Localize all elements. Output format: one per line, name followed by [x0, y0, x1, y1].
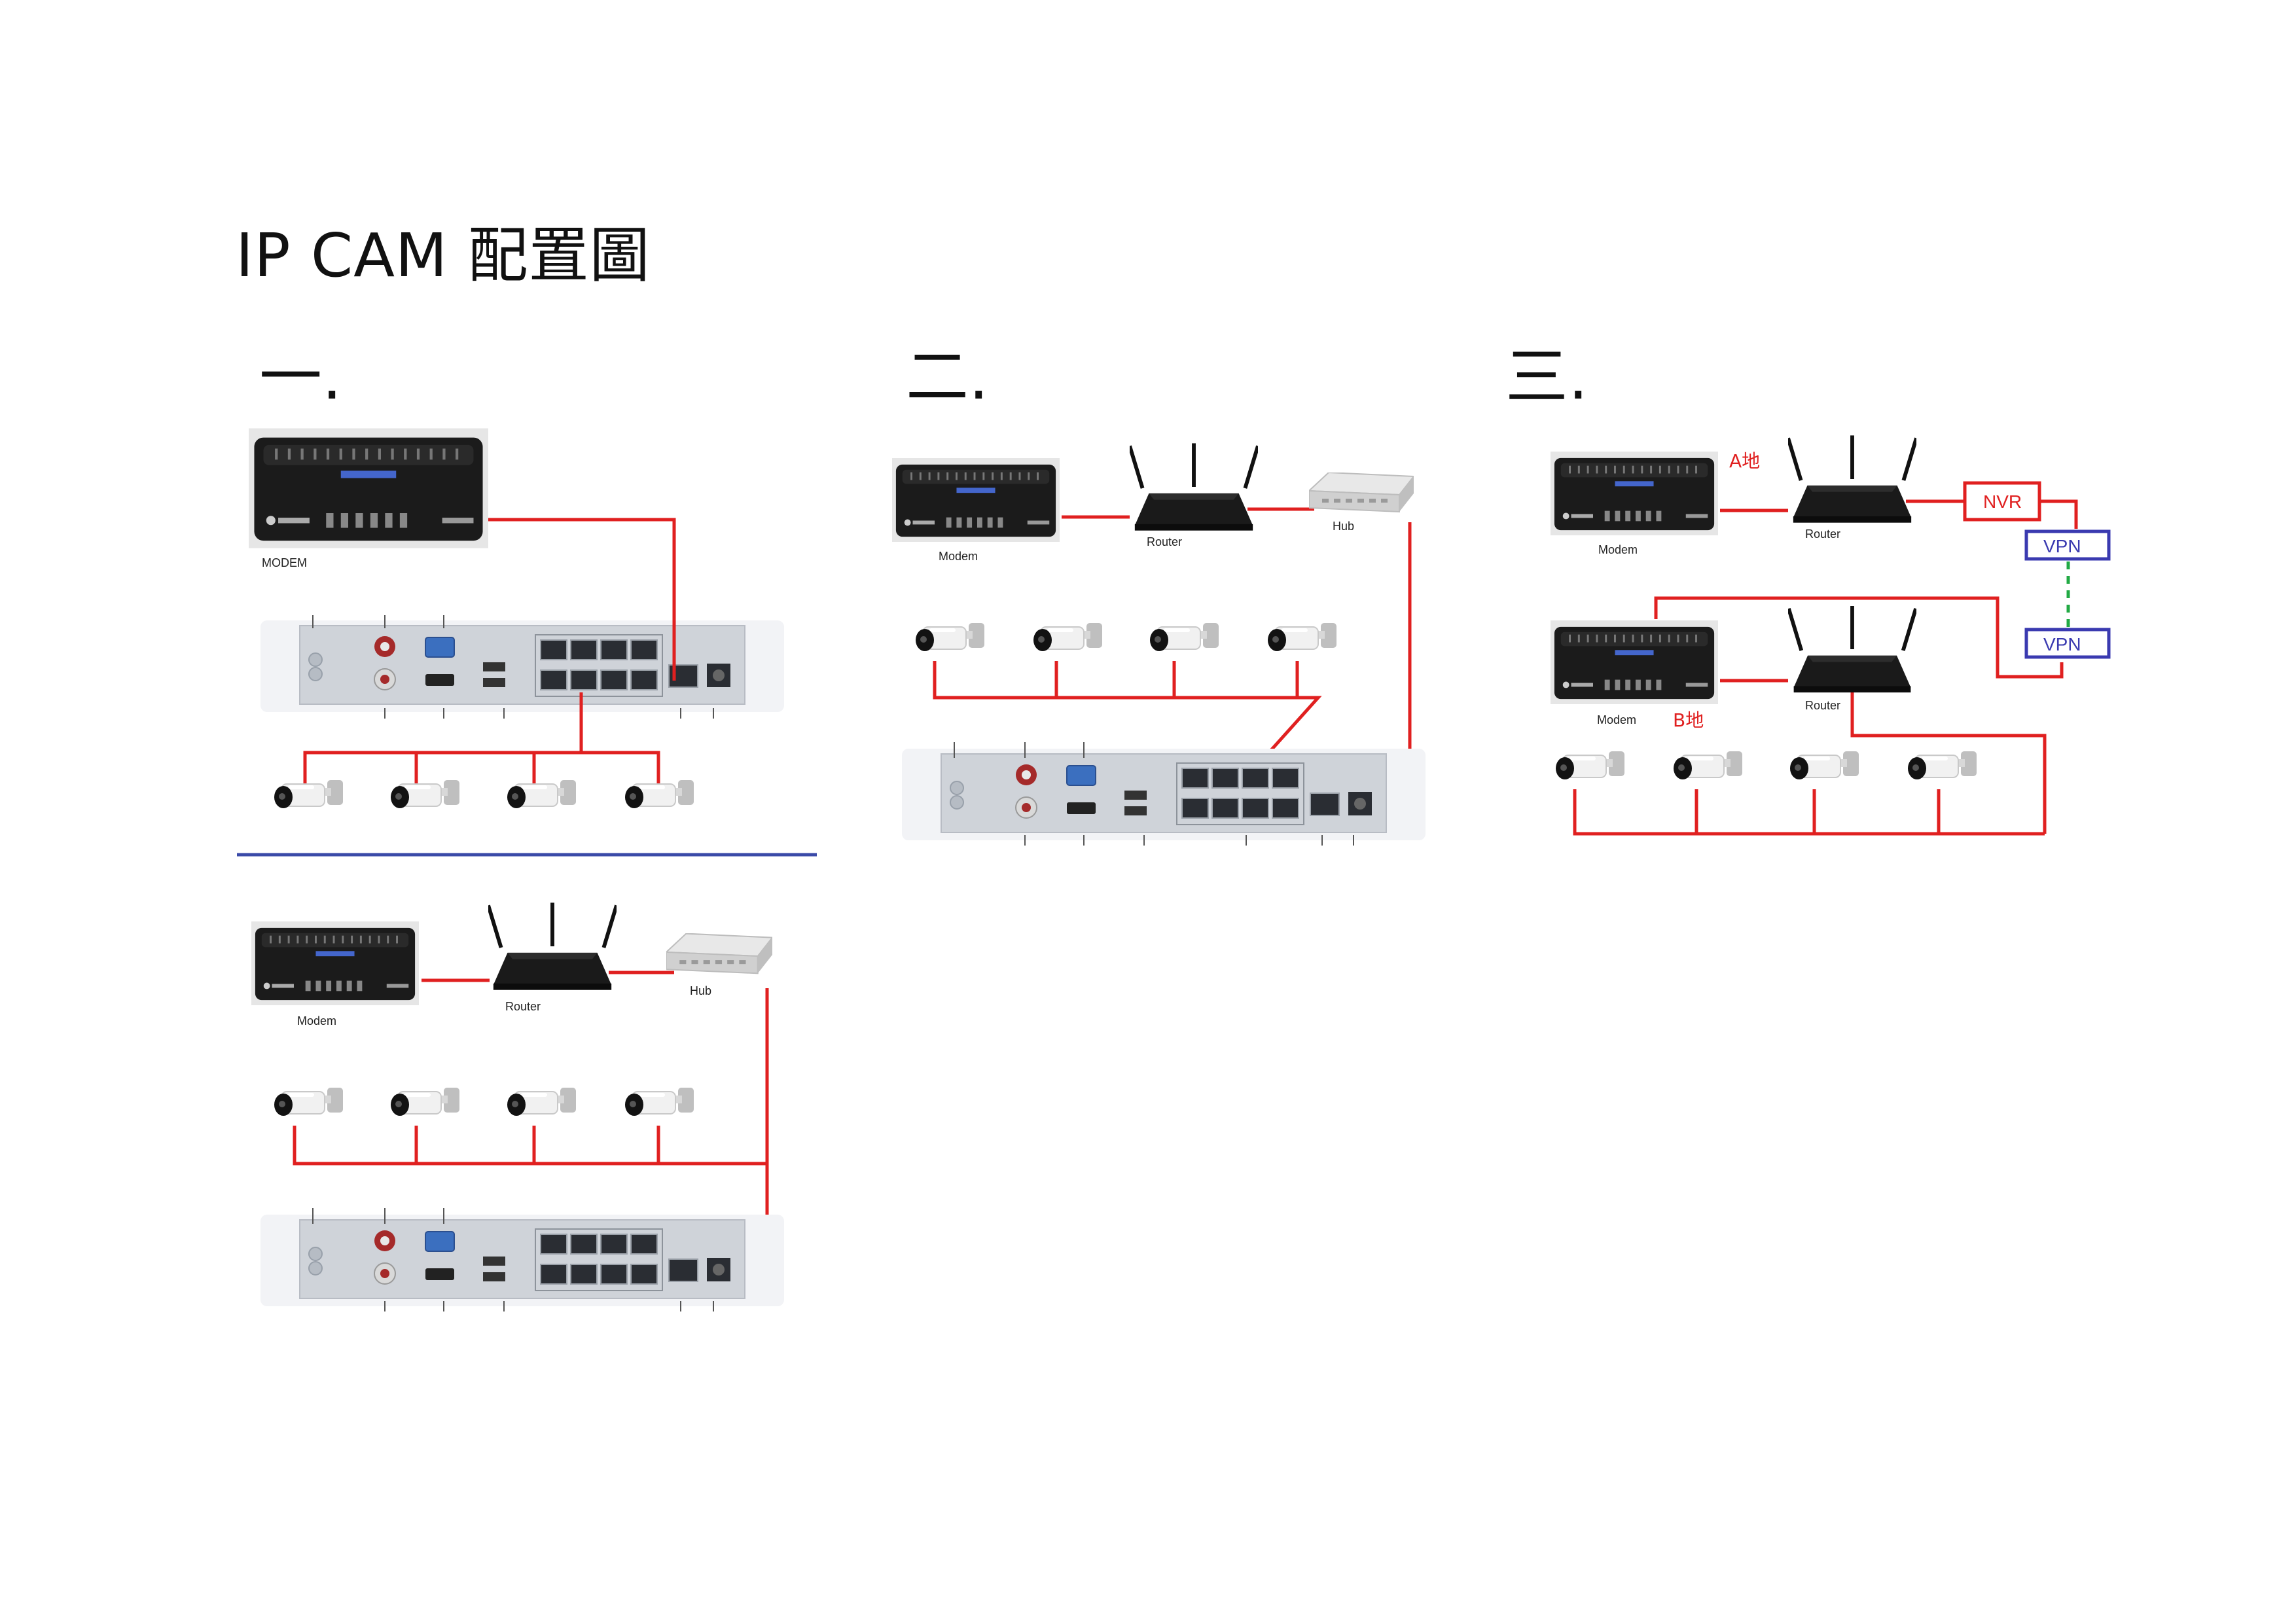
page-title: IP CAM 配置圖	[236, 221, 651, 291]
camera-image-2	[1033, 622, 1103, 652]
modem-image	[249, 429, 488, 548]
camera-image-3	[507, 1087, 577, 1116]
camera-image-4	[624, 779, 694, 809]
camera-image-1	[274, 1087, 344, 1116]
camera-image-3	[507, 779, 577, 809]
modem-image-site-b	[1549, 620, 1719, 704]
nvr-box	[1963, 481, 2041, 522]
camera-image-3	[1789, 751, 1859, 780]
camera-image-4	[1267, 622, 1337, 652]
modem-label: Modem	[939, 550, 978, 563]
section-2-diagram: Modem Router Hub	[891, 443, 1426, 846]
router-image	[488, 902, 617, 990]
router-image	[1130, 443, 1258, 530]
modem-label-site-a: Modem	[1598, 543, 1638, 556]
section-3-diagram: Modem A地 Modem B地 Router Router NVR VPN …	[1549, 435, 2111, 836]
modem-label-site-b: Modem	[1597, 713, 1636, 726]
site-a-label: A地	[1729, 450, 1760, 472]
nvr-image	[260, 620, 784, 712]
vpn-label-site-b: VPN	[2043, 634, 2081, 654]
nvr-image	[260, 1215, 784, 1306]
modem-image	[250, 921, 420, 1005]
camera-image-1	[1555, 751, 1625, 780]
vpn-box-site-b	[2024, 628, 2111, 659]
camera-image-2	[390, 1087, 460, 1116]
section-1-wires	[303, 518, 676, 785]
hub-image	[666, 933, 772, 974]
camera-image-3	[1149, 622, 1219, 652]
modem-label: Modem	[297, 1014, 336, 1027]
router-label-site-a: Router	[1805, 527, 1840, 541]
router-label-site-b: Router	[1805, 699, 1840, 712]
camera-image-4	[624, 1087, 694, 1116]
section-1-diagram: MODEM	[249, 429, 784, 809]
router-label: Router	[1147, 535, 1182, 548]
nvr-box-label: NVR	[1983, 491, 2022, 512]
modem-image	[891, 458, 1061, 542]
modem-label: MODEM	[262, 556, 307, 569]
hub-image	[1309, 473, 1414, 512]
hub-label: Hub	[1333, 520, 1354, 533]
camera-image-1	[915, 622, 985, 652]
vpn-label-site-a: VPN	[2043, 536, 2081, 556]
router-image-site-a	[1788, 435, 1916, 522]
hub-label: Hub	[690, 984, 711, 997]
nvr-image	[902, 749, 1426, 840]
section-3-wires	[1573, 499, 2078, 836]
section-heading-3: 三.	[1505, 340, 1588, 414]
router-image-site-b	[1789, 606, 1916, 692]
section-heading-1: 一.	[259, 340, 342, 414]
section-heading-2: 二.	[906, 340, 989, 414]
router-label: Router	[505, 1000, 541, 1013]
section-1b-diagram: Modem Router Hub	[250, 902, 784, 1311]
camera-image-4	[1907, 751, 1977, 780]
site-b-label: B地	[1673, 709, 1704, 731]
camera-image-2	[390, 779, 460, 809]
camera-image-1	[274, 779, 344, 809]
camera-image-2	[1673, 751, 1743, 780]
modem-image-site-a	[1549, 452, 1719, 535]
vpn-box-site-a	[2024, 529, 2111, 561]
